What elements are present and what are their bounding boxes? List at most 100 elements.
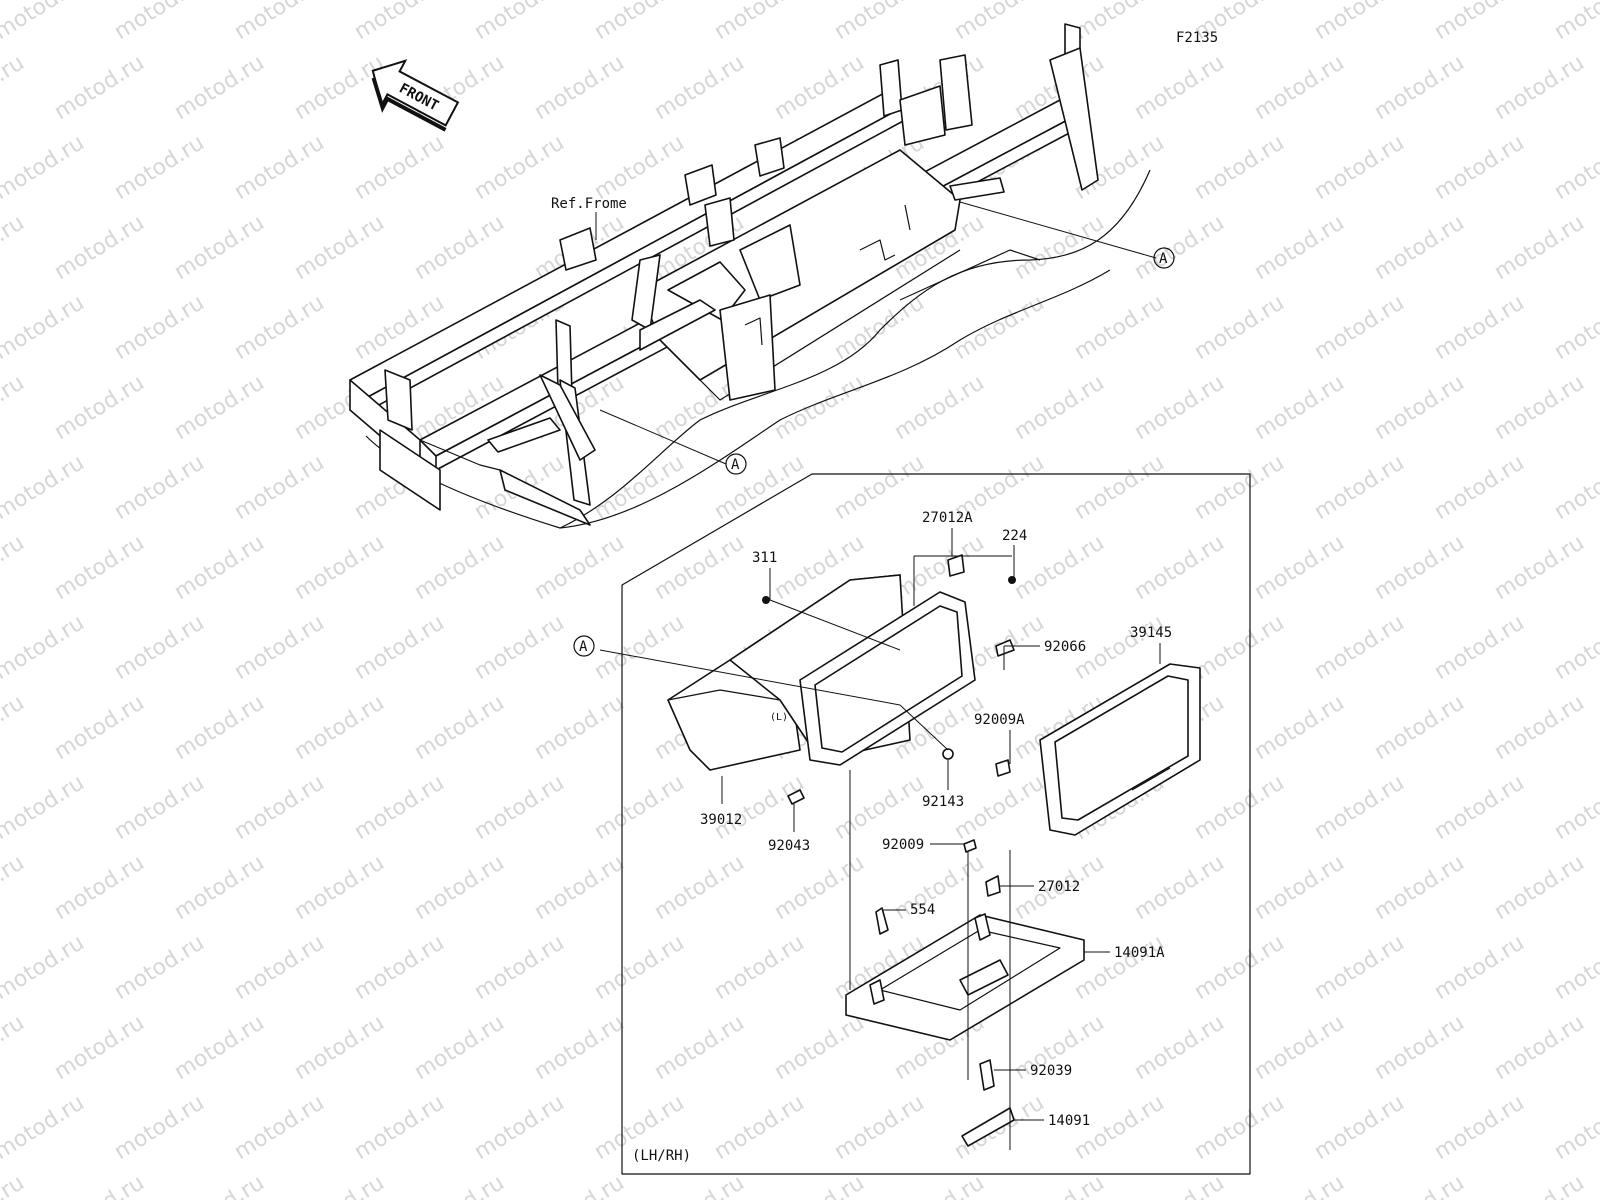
watermark-text: motod.ru xyxy=(0,930,89,1005)
front-arrow: FRONT xyxy=(371,59,460,132)
watermark-text: motod.ru xyxy=(1370,210,1469,285)
watermark-text: motod.ru xyxy=(110,770,209,845)
watermark-text: motod.ru xyxy=(470,930,569,1005)
watermark-text: motod.ru xyxy=(350,770,449,845)
watermark-text: motod.ru xyxy=(710,450,809,525)
watermark-text: motod.ru xyxy=(1130,210,1229,285)
svg-text:A: A xyxy=(731,457,740,473)
watermark-text: motod.ru xyxy=(410,1170,509,1200)
watermark-text: motod.ru xyxy=(1310,610,1409,685)
watermark-text: motod.ru xyxy=(410,1010,509,1085)
watermark-text: motod.ru xyxy=(950,770,1049,845)
label-39012: 39012 xyxy=(700,812,742,828)
watermark-text: motod.ru xyxy=(1430,930,1529,1005)
watermark-text: motod.ru xyxy=(590,930,689,1005)
screw-92009A xyxy=(995,759,1011,777)
watermark-text: motod.ru xyxy=(1370,850,1469,925)
watermark-text: motod.ru xyxy=(1190,930,1289,1005)
watermark-text: motod.ru xyxy=(530,50,629,125)
watermark-text: motod.ru xyxy=(650,530,749,605)
watermark-text: motod.ru xyxy=(830,770,929,845)
watermark-text: motod.ru xyxy=(1190,610,1289,685)
watermark-text: motod.ru xyxy=(230,1090,329,1165)
watermark-text: motod.ru xyxy=(410,850,509,925)
watermark-text: motod.ru xyxy=(1490,850,1589,925)
watermark-text: motod.ru xyxy=(0,450,89,525)
detail-frame xyxy=(621,473,1251,1175)
watermark-text: motod.ru xyxy=(1250,210,1349,285)
label-14091A: 14091A xyxy=(1114,945,1165,961)
label-224: 224 xyxy=(1002,528,1027,544)
watermark-text: motod.ru xyxy=(110,290,209,365)
watermark-text: motod.ru xyxy=(710,1090,809,1165)
watermark-text: motod.ru xyxy=(1250,1170,1349,1200)
watermark-text: motod.ru xyxy=(170,210,269,285)
label-311: 311 xyxy=(752,550,777,566)
watermark-text: motod.ru xyxy=(590,770,689,845)
watermark-text: motod.ru xyxy=(230,770,329,845)
watermark-text: motod.ru xyxy=(1130,850,1229,925)
watermark-text: motod.ru xyxy=(290,530,389,605)
ref-frame-label: Ref.Frome xyxy=(551,196,627,212)
watermark-text: motod.ru xyxy=(1490,370,1589,445)
watermark-text: motod.ru xyxy=(0,130,89,205)
watermark-text: motod.ru xyxy=(0,50,29,125)
watermark-text: motod.ru xyxy=(110,130,209,205)
watermark-text: motod.ru xyxy=(650,1010,749,1085)
svg-text:A: A xyxy=(579,639,588,655)
watermark-text: motod.ru xyxy=(110,0,209,45)
clip-27012 xyxy=(985,875,1001,897)
watermark-text: motod.ru xyxy=(1370,530,1469,605)
watermark-text: motod.ru xyxy=(230,450,329,525)
bolt-92043 xyxy=(787,789,805,805)
watermark-text: motod.ru xyxy=(0,1090,89,1165)
watermark-text: motod.ru xyxy=(50,370,149,445)
watermark-text: motod.ru xyxy=(230,290,329,365)
washer-92143 xyxy=(942,748,954,760)
watermark-text: motod.ru xyxy=(230,130,329,205)
label-92043: 92043 xyxy=(768,838,810,854)
watermark-text: motod.ru xyxy=(350,930,449,1005)
watermark-text: motod.ru xyxy=(50,850,149,925)
watermark-text: motod.ru xyxy=(1430,290,1529,365)
watermark-text: motod.ru xyxy=(0,370,29,445)
watermark-text: motod.ru xyxy=(1310,0,1409,45)
watermark-text: motod.ru xyxy=(650,1170,749,1200)
watermark-text: motod.ru xyxy=(1490,690,1589,765)
watermark-text: motod.ru xyxy=(1490,210,1589,285)
watermark-text: motod.ru xyxy=(1430,450,1529,525)
clip-27012A xyxy=(947,554,965,577)
watermark-text: motod.ru xyxy=(1190,450,1289,525)
watermark-text: motod.ru xyxy=(1490,1170,1589,1200)
svg-text:A: A xyxy=(1159,251,1168,267)
watermark-text: motod.ru xyxy=(1490,530,1589,605)
label-27012A: 27012A xyxy=(922,510,973,526)
bolt-92039 xyxy=(979,1059,995,1091)
watermark-text: motod.ru xyxy=(230,930,329,1005)
watermark-text: motod.ru xyxy=(1010,370,1109,445)
watermark-text: motod.ru xyxy=(0,850,29,925)
watermark-text: motod.ru xyxy=(1250,530,1349,605)
watermark-text: motod.ru xyxy=(410,210,509,285)
watermark-text: motod.ru xyxy=(470,610,569,685)
watermark-text: motod.ru xyxy=(1130,50,1229,125)
watermark-text: motod.ru xyxy=(1370,690,1469,765)
label-39145: 39145 xyxy=(1130,625,1172,641)
watermark-text: motod.ru xyxy=(1010,210,1109,285)
watermark-text: motod.ru xyxy=(1190,1090,1289,1165)
watermark-text: motod.ru xyxy=(530,530,629,605)
watermark-text: motod.ru xyxy=(1490,50,1589,125)
watermark-text: motod.ru xyxy=(770,850,869,925)
watermark-text: motod.ru xyxy=(830,450,929,525)
watermark-text: motod.ru xyxy=(290,1170,389,1200)
watermark-text: motod.ru xyxy=(1250,690,1349,765)
watermark-text: motod.ru xyxy=(890,850,989,925)
watermark-text: motod.ru xyxy=(470,1090,569,1165)
watermark-text: motod.ru xyxy=(1190,770,1289,845)
watermark-text: motod.ru xyxy=(1370,1010,1469,1085)
watermark-text: motod.ru xyxy=(710,0,809,45)
watermark-text: motod.ru xyxy=(1550,610,1600,685)
watermark-text: motod.ru xyxy=(470,130,569,205)
watermark-text: motod.ru xyxy=(770,1170,869,1200)
watermark-text: motod.ru xyxy=(290,850,389,925)
